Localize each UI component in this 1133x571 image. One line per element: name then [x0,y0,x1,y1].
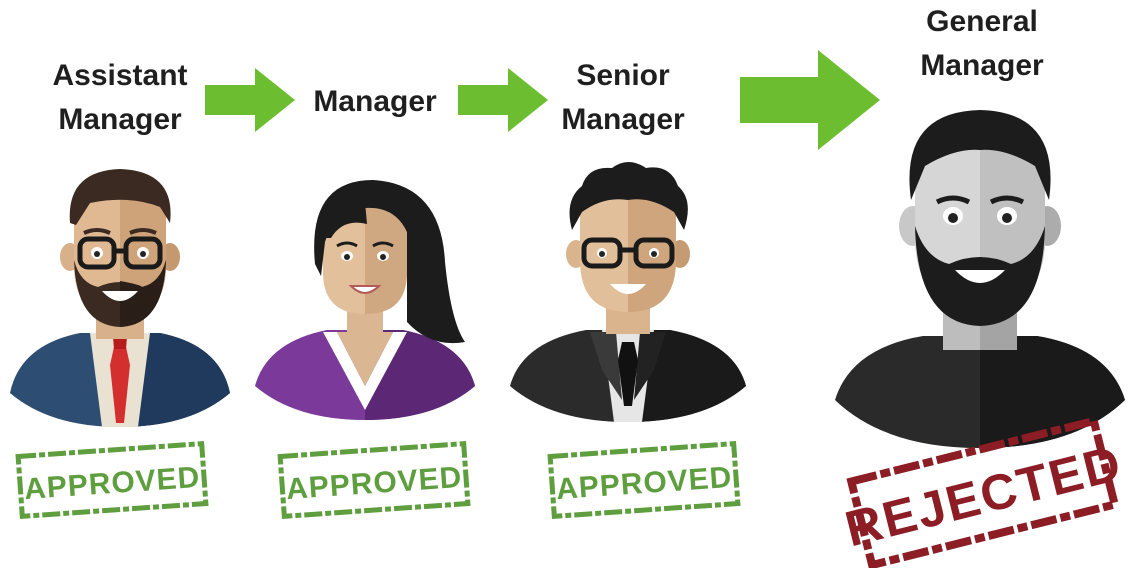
title-line: Assistant [52,59,188,92]
approved-stamp: APPROVED [277,440,471,520]
title-line: Manager [58,103,182,136]
stamp-label: APPROVED [23,461,201,506]
step-title-senior-manager: Senior Manager [523,54,723,142]
arrow-right-icon [458,68,548,132]
title-line: Manager [313,85,437,118]
arrow-right-icon [205,68,295,132]
general-manager-avatar [835,110,1125,448]
title-line: Manager [561,103,685,136]
assistant-manager-avatar [10,169,230,427]
stamp-label: APPROVED [555,461,733,506]
title-line: General [926,5,1038,38]
step-title-assistant-manager: Assistant Manager [20,54,220,142]
stamp-label: APPROVED [285,461,463,506]
step-title-general-manager: General Manager [882,0,1082,88]
title-line: Manager [920,49,1044,82]
rejected-stamp: REJECTED [840,418,1128,568]
arrow-right-icon [740,50,880,150]
senior-manager-avatar [510,162,746,422]
approved-stamp: APPROVED [547,440,741,520]
title-line: Senior [576,59,670,92]
approved-stamp: APPROVED [15,440,209,520]
step-title-manager: Manager [275,80,475,124]
manager-avatar [255,180,475,420]
